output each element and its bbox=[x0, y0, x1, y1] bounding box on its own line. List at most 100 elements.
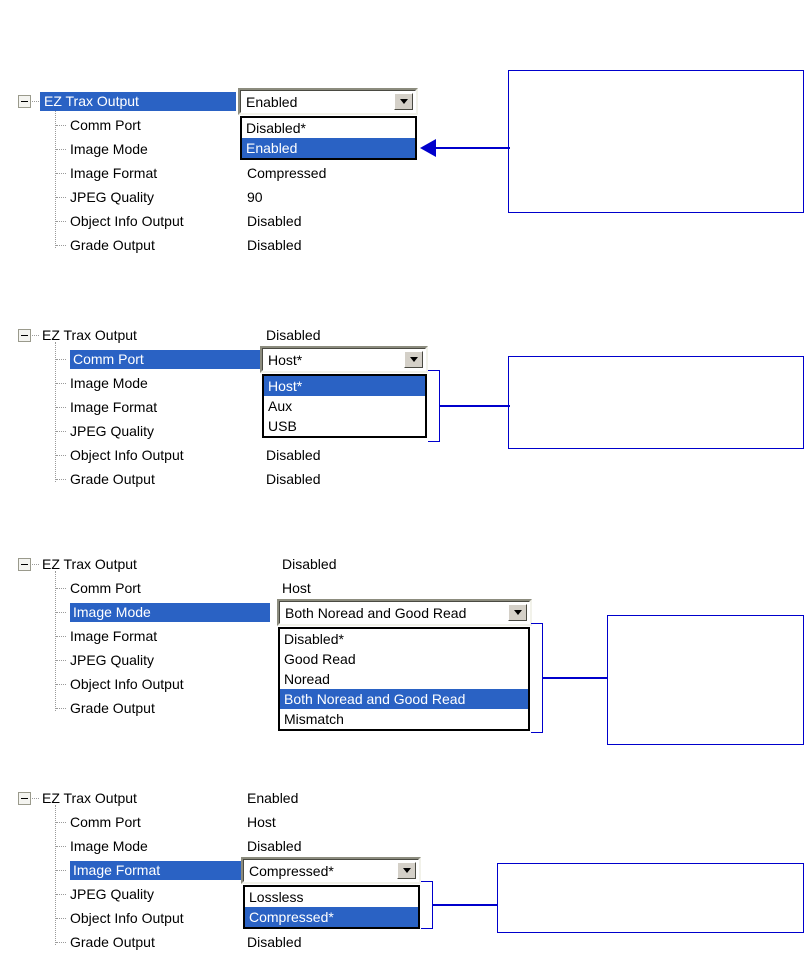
tree-row-object-info-output-label[interactable]: Object Info Output bbox=[70, 447, 184, 463]
dropdown-option-selected[interactable]: Host* bbox=[264, 376, 425, 396]
tree-stub bbox=[56, 684, 66, 686]
tree-root-stub bbox=[32, 798, 39, 800]
tree-row-jpeg-quality-label[interactable]: JPEG Quality bbox=[70, 886, 155, 902]
callout-connector-4 bbox=[433, 904, 498, 906]
tree-row-image-format-highlight[interactable] bbox=[70, 861, 242, 880]
dropdown-option[interactable]: Disabled* bbox=[284, 631, 344, 647]
tree-row-grade-output-label[interactable]: Grade Output bbox=[70, 700, 155, 716]
dropdown-option-selected[interactable]: Compressed* bbox=[245, 907, 418, 927]
tree-row-image-mode-label[interactable]: Image Mode bbox=[70, 141, 148, 157]
dropdown-option[interactable]: Noread bbox=[284, 671, 330, 687]
tree-stub bbox=[56, 431, 66, 433]
tree-root-stub bbox=[32, 564, 39, 566]
tree-row-jpeg-quality-label[interactable]: JPEG Quality bbox=[70, 189, 155, 205]
value-object-info-output: Disabled bbox=[247, 213, 302, 229]
dropdown-option[interactable]: Good Read bbox=[284, 651, 356, 667]
combo-comm-port-value: Host* bbox=[268, 351, 303, 368]
dropdown-option[interactable]: Mismatch bbox=[284, 711, 344, 727]
tree-stub bbox=[56, 870, 66, 872]
tree-row-image-mode-label[interactable]: Image Mode bbox=[70, 838, 148, 854]
dropdown-option-selected[interactable]: Both Noread and Good Read bbox=[280, 689, 528, 709]
tree-row-grade-output-label[interactable]: Grade Output bbox=[70, 934, 155, 950]
combo-ez-trax-output[interactable]: Enabled bbox=[238, 88, 418, 115]
tree-stub bbox=[56, 383, 66, 385]
tree-row-ez-trax-output-label[interactable]: EZ Trax Output bbox=[42, 327, 137, 343]
combo-inner: Both Noread and Good Read bbox=[279, 601, 530, 624]
tree-stub bbox=[56, 942, 66, 944]
tree-row-object-info-output-label[interactable]: Object Info Output bbox=[70, 676, 184, 692]
tree-stub bbox=[56, 221, 66, 223]
tree-stub bbox=[56, 588, 66, 590]
callout-box-4 bbox=[497, 863, 804, 933]
callout-box-2 bbox=[508, 356, 804, 449]
tree-expander-icon[interactable] bbox=[18, 329, 31, 342]
combo-dropdown-button[interactable] bbox=[397, 862, 416, 879]
dropdown-option-selected[interactable]: Enabled bbox=[242, 138, 415, 158]
tree-trunk bbox=[55, 571, 57, 711]
dropdown-image-format[interactable]: Lossless Compressed* bbox=[243, 885, 420, 929]
tree-stub bbox=[56, 359, 66, 361]
chevron-down-icon bbox=[399, 99, 408, 104]
tree-row-comm-port-label[interactable]: Comm Port bbox=[70, 814, 141, 830]
tree-stub bbox=[56, 918, 66, 920]
tree-row-ez-trax-output-label[interactable]: EZ Trax Output bbox=[42, 556, 137, 572]
combo-dropdown-button[interactable] bbox=[508, 604, 527, 621]
tree-row-grade-output-label[interactable]: Grade Output bbox=[70, 471, 155, 487]
tree-row-ez-trax-output-highlight[interactable] bbox=[40, 92, 236, 111]
tree-row-jpeg-quality-label[interactable]: JPEG Quality bbox=[70, 652, 155, 668]
tree-stub bbox=[56, 479, 66, 481]
tree-expander-icon[interactable] bbox=[18, 95, 31, 108]
callout-bracket-3 bbox=[531, 623, 543, 733]
tree-stub bbox=[56, 197, 66, 199]
dropdown-option[interactable]: Disabled* bbox=[246, 120, 306, 136]
value-comm-port: Host bbox=[282, 580, 311, 596]
combo-ez-trax-output-value: Enabled bbox=[246, 93, 298, 110]
dropdown-comm-port[interactable]: Host* Aux USB bbox=[262, 374, 427, 438]
tree-row-image-format-label[interactable]: Image Format bbox=[70, 165, 158, 181]
tree-root-stub bbox=[32, 101, 39, 103]
combo-dropdown-button[interactable] bbox=[394, 93, 413, 110]
tree-row-image-mode-label[interactable]: Image Mode bbox=[70, 375, 148, 391]
callout-connector-3 bbox=[543, 677, 608, 679]
dropdown-image-mode[interactable]: Disabled* Good Read Noread Both Noread a… bbox=[278, 627, 530, 731]
tree-row-comm-port-label[interactable]: Comm Port bbox=[70, 580, 141, 596]
value-ez-trax-output: Disabled bbox=[266, 327, 321, 343]
tree-stub bbox=[56, 660, 66, 662]
tree-row-image-format-label[interactable]: Image Format bbox=[70, 628, 158, 644]
value-grade-output: Disabled bbox=[247, 934, 302, 950]
dropdown-option[interactable]: USB bbox=[268, 418, 297, 434]
tree-stub bbox=[56, 407, 66, 409]
combo-image-mode[interactable]: Both Noread and Good Read bbox=[277, 599, 532, 626]
combo-image-format[interactable]: Compressed* bbox=[241, 857, 421, 884]
tree-stub bbox=[56, 822, 66, 824]
callout-bracket-2 bbox=[428, 370, 440, 442]
tree-expander-icon[interactable] bbox=[18, 558, 31, 571]
tree-row-object-info-output-label[interactable]: Object Info Output bbox=[70, 910, 184, 926]
combo-dropdown-button[interactable] bbox=[404, 351, 423, 368]
dropdown-option[interactable]: Aux bbox=[268, 398, 293, 414]
tree-row-jpeg-quality-label[interactable]: JPEG Quality bbox=[70, 423, 155, 439]
tree-row-grade-output-label[interactable]: Grade Output bbox=[70, 237, 155, 253]
chevron-down-icon bbox=[402, 868, 411, 873]
dropdown-option[interactable]: Lossless bbox=[249, 889, 304, 905]
value-jpeg-quality: 90 bbox=[247, 189, 263, 205]
tree-stub bbox=[56, 149, 66, 151]
value-image-mode: Disabled bbox=[247, 838, 302, 854]
tree-trunk bbox=[55, 805, 57, 945]
tree-root-stub bbox=[32, 335, 39, 337]
callout-box-3 bbox=[607, 615, 804, 745]
tree-row-image-format-label[interactable]: Image Format bbox=[70, 399, 158, 415]
dropdown-ez-trax-output[interactable]: Disabled* Enabled bbox=[240, 116, 417, 160]
tree-row-object-info-output-label[interactable]: Object Info Output bbox=[70, 213, 184, 229]
section-image-mode: EZ Trax Output Comm Port Image Mode Imag… bbox=[0, 463, 810, 745]
tree-expander-icon[interactable] bbox=[18, 792, 31, 805]
tree-row-ez-trax-output-label[interactable]: EZ Trax Output bbox=[42, 790, 137, 806]
combo-inner: Host* bbox=[262, 348, 426, 371]
combo-comm-port[interactable]: Host* bbox=[260, 346, 428, 373]
section-image-format: EZ Trax Output Comm Port Image Mode Imag… bbox=[0, 697, 810, 957]
tree-row-comm-port-highlight[interactable] bbox=[70, 350, 260, 369]
combo-inner: Enabled bbox=[240, 90, 416, 113]
tree-row-image-mode-highlight[interactable] bbox=[70, 603, 270, 622]
tree-row-comm-port-label[interactable]: Comm Port bbox=[70, 117, 141, 133]
tree-stub bbox=[56, 636, 66, 638]
